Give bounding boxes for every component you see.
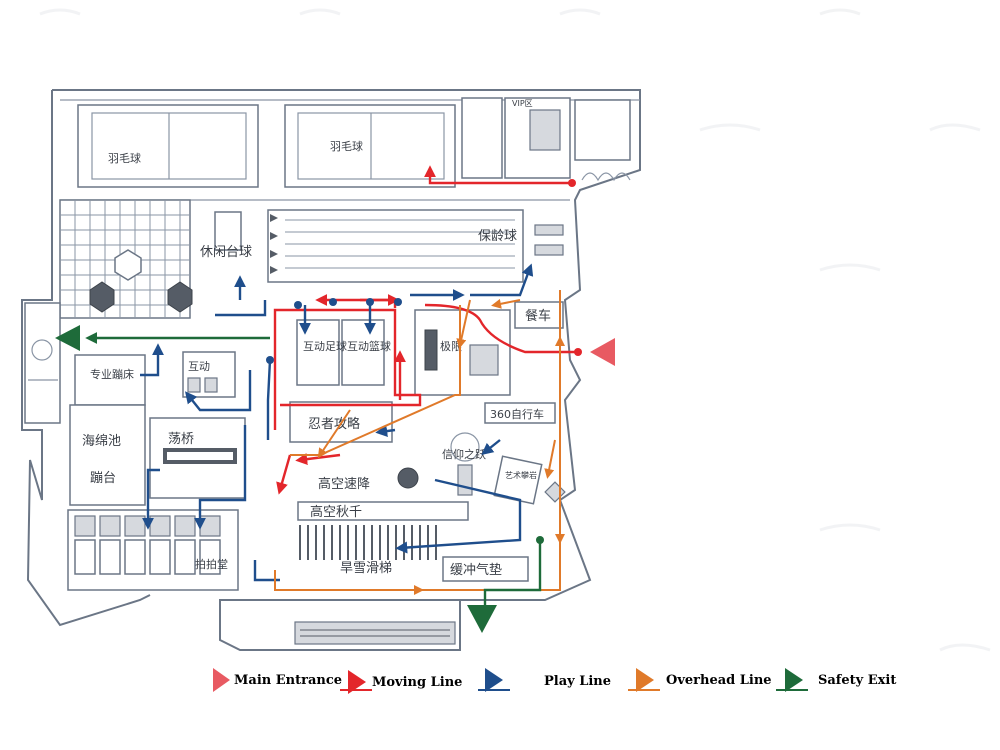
stage-label: 蹦台 xyxy=(90,471,116,486)
photo-booth-label: 拍拍堂 xyxy=(195,557,228,571)
dry-slide-label: 旱雪滑梯 xyxy=(340,561,392,576)
legend-overhead-line-label: Overhead Line xyxy=(666,673,772,688)
bike-360-label: 360自行车 xyxy=(490,407,544,421)
play-line-path xyxy=(140,263,534,582)
billiards-area: 休闲台球 xyxy=(200,211,252,260)
vip-area: VIP区 xyxy=(461,97,631,182)
badminton-court-left: 羽毛球 xyxy=(77,104,259,188)
swing-bridge-label: 荡桥 xyxy=(168,432,194,447)
legend-moving-line: Moving Line xyxy=(340,670,462,694)
high-swing-zone: 高空秋千 xyxy=(297,501,469,560)
speed-descent-label: 高空速降 xyxy=(318,476,370,492)
high-swing-label: 高空秋千 xyxy=(310,504,362,520)
main-entrance-marker xyxy=(590,338,615,366)
faith-jump-zone: 信仰之跃 xyxy=(397,432,486,496)
interactive-small-zone: 互动 xyxy=(182,351,236,398)
vip-label: VIP区 xyxy=(512,99,533,108)
overhead-line-legend-icon xyxy=(636,668,654,692)
air-cushion-label: 缓冲气垫 xyxy=(450,562,502,578)
legend-main-entrance: Main Entrance xyxy=(213,668,342,692)
legend: Main Entrance Moving Line Play Line Over… xyxy=(213,668,896,694)
interactive-small-label: 互动 xyxy=(188,360,210,373)
interactive-football-label: 互动足球 xyxy=(303,339,347,353)
pro-trampoline-label: 专业蹦床 xyxy=(90,367,134,381)
faith-jump-label: 信仰之跃 xyxy=(442,447,486,461)
badminton-left-label: 羽毛球 xyxy=(108,151,141,165)
badminton-right-label: 羽毛球 xyxy=(330,139,363,153)
speed-descent-zone: 高空速降 xyxy=(318,476,370,492)
bike-360-zone: 360自行车 xyxy=(484,402,556,424)
air-cushion-zone: 缓冲气垫 xyxy=(442,556,529,582)
climbing-grid-area xyxy=(59,199,193,319)
safety-exit-legend-icon xyxy=(785,668,803,692)
bowling-area: 保龄球 xyxy=(267,209,564,283)
main-entrance-legend-icon xyxy=(213,668,230,692)
legend-play-line-label: Play Line xyxy=(544,674,611,689)
trampoline-zone: 专业蹦床 海绵池 蹦台 xyxy=(69,354,146,506)
photo-booth-row: 拍拍堂 xyxy=(67,509,239,591)
safety-exit-marker-left xyxy=(55,325,80,351)
ninja-label: 忍者攻略 xyxy=(308,416,360,432)
play-line-legend-icon xyxy=(485,668,503,692)
watermark-decor xyxy=(39,8,991,652)
junction-dots xyxy=(266,179,582,544)
overhead-line-path xyxy=(274,290,565,595)
safety-exit-marker-bottom xyxy=(467,605,497,633)
extreme-zone: 极限 xyxy=(414,309,511,396)
legend-safety-exit: Safety Exit xyxy=(776,668,896,692)
sponge-pool-label: 海绵池 xyxy=(82,434,121,449)
legend-play-line: Play Line xyxy=(478,668,611,692)
bowling-label: 保龄球 xyxy=(478,229,517,244)
stairwell-left xyxy=(24,302,61,424)
art-rock-label: 艺术攀岩 xyxy=(505,470,537,480)
swing-bridge-zone: 荡桥 xyxy=(149,417,246,499)
legend-moving-line-label: Moving Line xyxy=(372,675,462,690)
escalator xyxy=(294,621,456,645)
billiards-label: 休闲台球 xyxy=(200,245,252,260)
dining-car-label: 餐车 xyxy=(525,308,551,324)
dry-slide-zone: 旱雪滑梯 xyxy=(340,561,392,576)
dining-car: 餐车 xyxy=(514,301,564,329)
interactive-basketball-label: 互动篮球 xyxy=(347,339,391,353)
moving-line-legend-icon xyxy=(348,670,366,694)
extreme-label: 极限 xyxy=(440,339,462,353)
legend-overhead-line: Overhead Line xyxy=(628,668,772,692)
legend-main-entrance-label: Main Entrance xyxy=(234,673,342,688)
interactive-sports-zone: 互动足球 互动篮球 xyxy=(296,319,391,386)
legend-safety-exit-label: Safety Exit xyxy=(818,673,896,688)
